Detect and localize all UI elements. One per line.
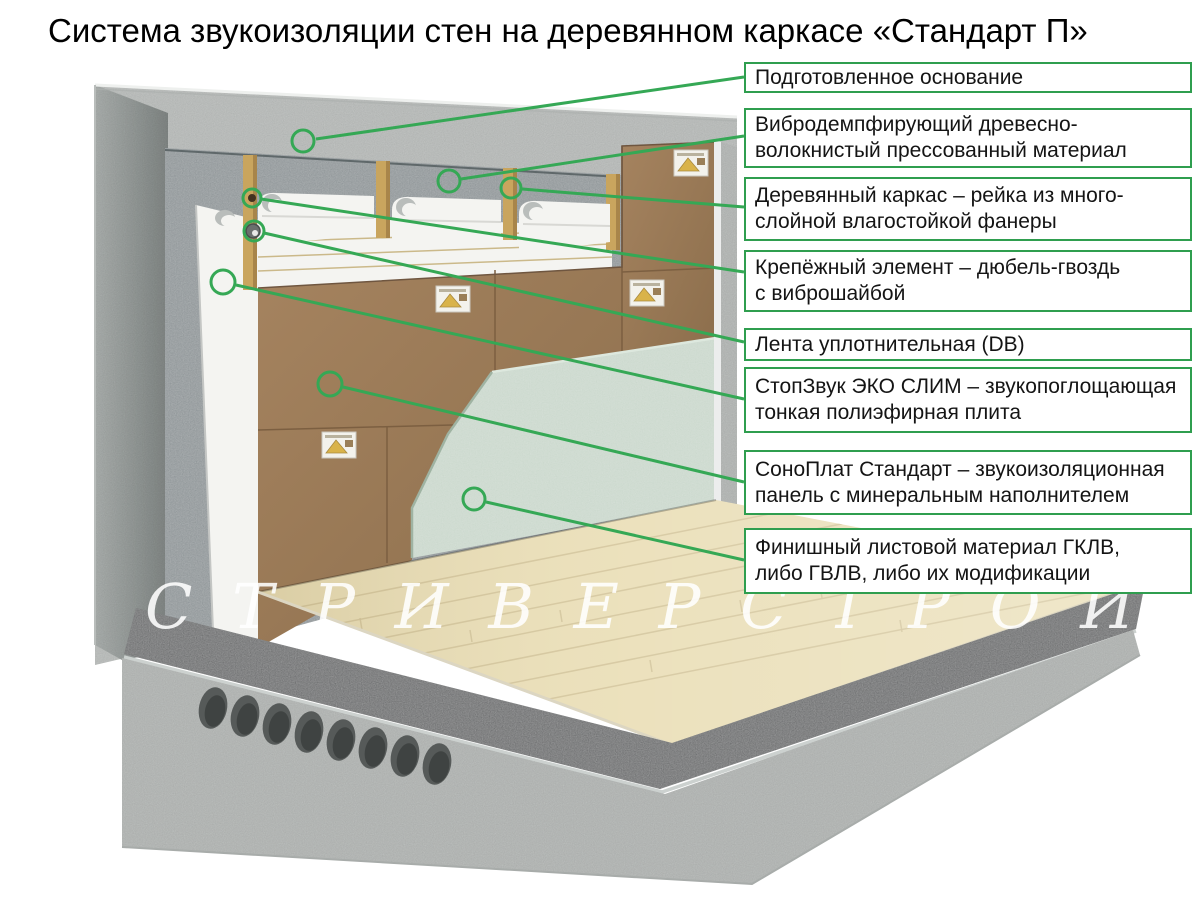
callout-markers <box>209 75 745 562</box>
wall-top-bevel <box>94 83 738 119</box>
panel-sticker <box>629 279 665 307</box>
callout-box-wooden-frame: Деревянный каркас – рейка из много- слой… <box>744 177 1192 241</box>
callout-circle <box>461 486 487 512</box>
callout-box-sonoplat-standart: СоноПлат Стандарт – звукоизоляционная па… <box>744 450 1192 515</box>
batten <box>376 161 390 238</box>
panel-sticker <box>321 431 357 459</box>
callout-box-vibro-damping-layer: Вибродемпфирующий древесно- волокнистый … <box>744 108 1192 168</box>
wall-corner <box>714 139 737 505</box>
callout-circle <box>209 268 237 296</box>
callout-line <box>521 187 745 209</box>
callout-circle <box>241 187 263 209</box>
callout-box-prepared-base: Подготовленное основание <box>744 62 1192 93</box>
batten <box>503 168 517 240</box>
callout-line <box>263 231 745 344</box>
callout-line <box>460 134 745 181</box>
callout-circle <box>499 176 523 200</box>
fastener-dot <box>248 194 256 202</box>
callout-circle <box>242 219 266 243</box>
slab-holes <box>198 687 452 785</box>
white-panel-edge-strip <box>195 204 258 657</box>
sonoplat-panel-main <box>258 267 622 648</box>
hollow-core-slab <box>121 630 1141 886</box>
callout-box-finish-sheet: Финишный листовой материал ГКЛВ, либо ГВ… <box>744 528 1192 594</box>
callout-circle <box>290 128 316 154</box>
panel-sticker <box>673 149 709 177</box>
callout-line <box>485 500 745 562</box>
callout-box-sealing-tape: Лента уплотнительная (DB) <box>744 328 1192 361</box>
sonoplat-panels <box>257 141 717 648</box>
callout-line <box>342 385 745 484</box>
curled-white-sheets <box>258 192 611 254</box>
panel-sticker <box>435 285 471 313</box>
callout-circle <box>436 168 462 194</box>
callout-box-fastener: Крепёжный элемент – дюбель-гвоздь с вибр… <box>744 250 1192 312</box>
wall-side-face <box>95 85 168 660</box>
floor-screed-layer <box>124 583 1145 789</box>
callout-line <box>260 197 745 274</box>
callout-box-stopzvuk-eco-slim: СтопЗвук ЭКО СЛИМ – звукопоглощающая тон… <box>744 367 1192 433</box>
callout-line <box>235 283 745 401</box>
page-title: Система звукоизоляции стен на деревянном… <box>48 12 1088 49</box>
callout-circle <box>316 370 344 398</box>
callout-line <box>315 75 745 141</box>
